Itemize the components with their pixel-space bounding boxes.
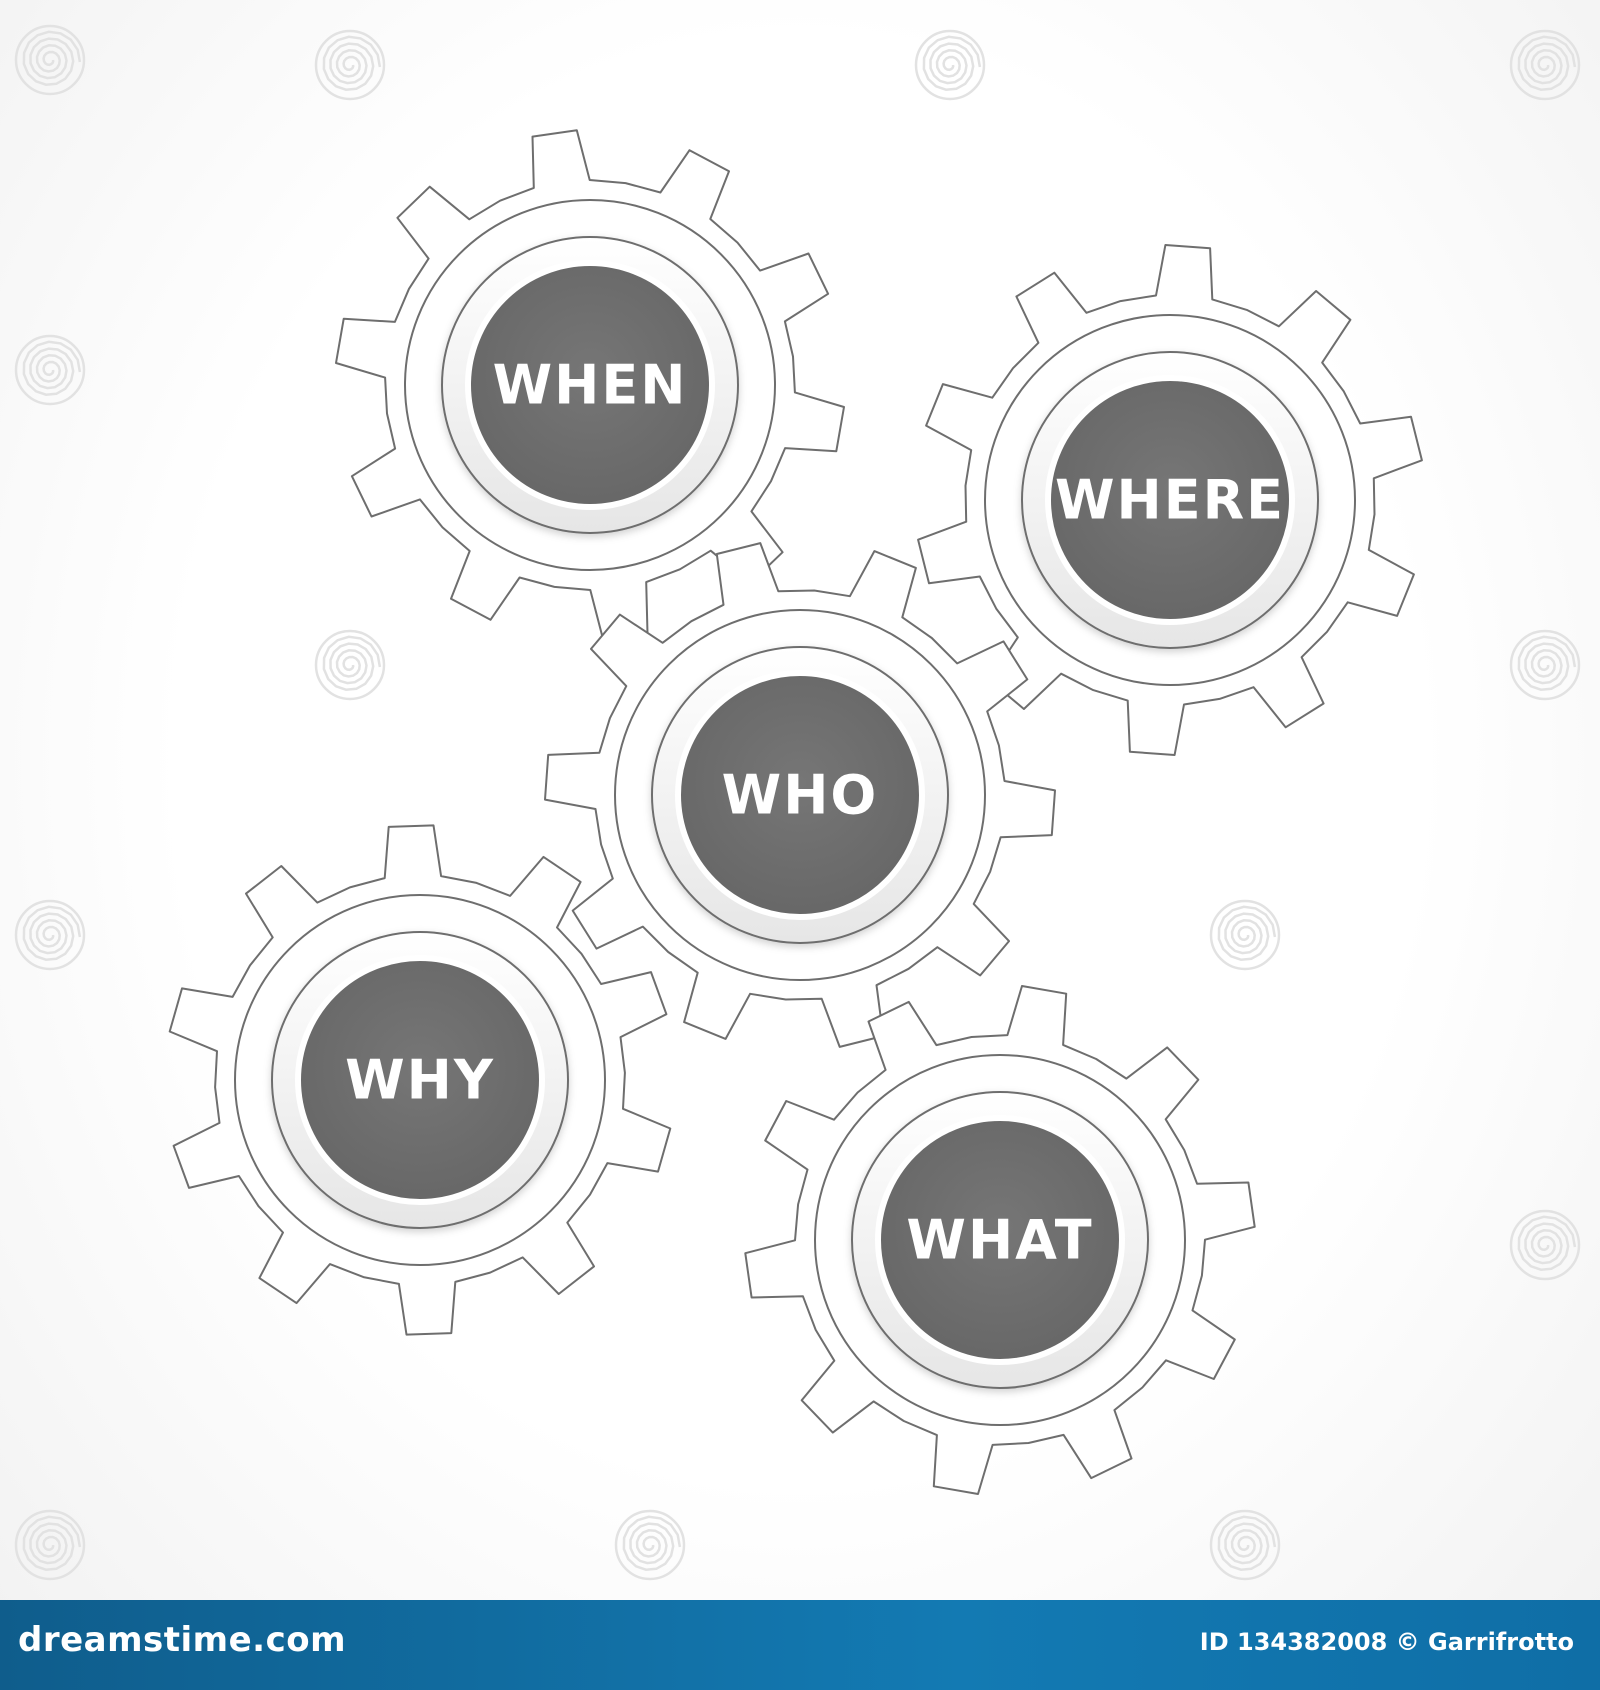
gear-label-when: WHEN bbox=[493, 354, 688, 417]
watermark-ring-icon bbox=[14, 334, 86, 406]
watermark-spiral-icon bbox=[322, 35, 382, 91]
watermark-ring-icon bbox=[314, 629, 386, 701]
watermark-spiral-icon bbox=[22, 1515, 82, 1571]
watermark-ring-icon bbox=[1509, 629, 1581, 701]
watermark-ring-icon bbox=[14, 1509, 86, 1581]
watermark-spiral-icon bbox=[22, 30, 82, 86]
gear-hub bbox=[1045, 375, 1295, 625]
watermark-spiral-icon bbox=[1217, 1515, 1277, 1571]
watermark-spiral-icon bbox=[322, 635, 382, 691]
watermark-spiral-icon bbox=[22, 340, 82, 396]
watermark-spiral-icon bbox=[22, 905, 82, 961]
watermark-spiral-icon bbox=[1517, 635, 1577, 691]
gear-label-who: WHO bbox=[722, 764, 879, 827]
gears-diagram: WHEN WHERE WHO WHY WHAT bbox=[14, 24, 1581, 1581]
gear-why: WHY bbox=[168, 824, 672, 1336]
gear-label-where: WHERE bbox=[1055, 469, 1285, 532]
gear-who: WHO bbox=[544, 542, 1056, 1048]
footer-brand[interactable]: dreamstime.com bbox=[18, 1620, 347, 1660]
gear-where: WHERE bbox=[917, 244, 1423, 756]
watermark-ring-icon bbox=[914, 29, 986, 101]
footer-bar: dreamstime.com ID 134382008 © Garrifrott… bbox=[0, 1600, 1600, 1690]
gear-hub bbox=[295, 955, 545, 1205]
watermark-ring-icon bbox=[614, 1509, 686, 1581]
watermark-ring-icon bbox=[1209, 1509, 1281, 1581]
watermark-spiral-icon bbox=[1517, 1215, 1577, 1271]
gear-when: WHEN bbox=[335, 129, 845, 641]
watermark-ring-icon bbox=[14, 899, 86, 971]
watermark-ring-icon bbox=[1509, 29, 1581, 101]
watermark-spiral-icon bbox=[922, 35, 982, 91]
watermark-spiral-icon bbox=[622, 1515, 682, 1571]
gear-what: WHAT bbox=[744, 985, 1256, 1495]
watermark-ring-icon bbox=[314, 29, 386, 101]
watermark-spiral-icon bbox=[1517, 35, 1577, 91]
gear-label-why: WHY bbox=[345, 1049, 495, 1112]
gear-hub bbox=[675, 670, 925, 920]
footer-image-id: ID 134382008 © Garrifrotto bbox=[1199, 1628, 1574, 1656]
watermark-ring-icon bbox=[1509, 1209, 1581, 1281]
gear-hub bbox=[875, 1115, 1125, 1365]
watermark-spiral-icon bbox=[1217, 905, 1277, 961]
watermark-ring-icon bbox=[1209, 899, 1281, 971]
gear-hub bbox=[465, 260, 715, 510]
gear-label-what: WHAT bbox=[906, 1209, 1093, 1272]
watermark-ring-icon bbox=[14, 24, 86, 96]
